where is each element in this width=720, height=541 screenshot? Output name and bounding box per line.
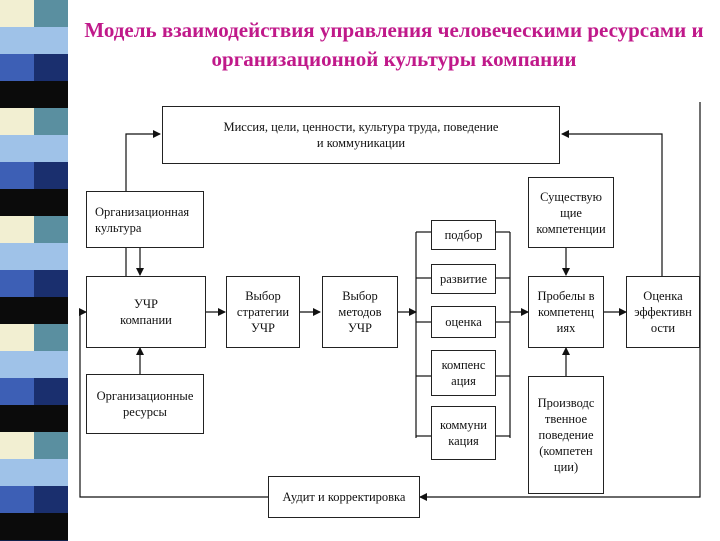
existing-competencies-label: Существую щие компетенции: [536, 189, 606, 236]
stripe-cell: [0, 135, 34, 163]
stripe-cell: [34, 324, 68, 352]
selection-box: подбор: [431, 220, 496, 250]
production-behavior-label: Производс твенное поведение (компетен ци…: [537, 396, 595, 474]
slide-title: Модель взаимодействия управления человеч…: [84, 18, 704, 71]
methods-box: Выбор методов УЧР: [322, 276, 398, 348]
efficiency-box: Оценка эффективн ости: [626, 276, 700, 348]
audit-label: Аудит и корректировка: [282, 490, 406, 504]
assessment-label: оценка: [445, 315, 482, 329]
selection-label: подбор: [444, 228, 483, 242]
stripe-cell: [0, 324, 34, 352]
stripe-cell: [34, 459, 68, 487]
assessment-box: оценка: [431, 306, 496, 338]
audit-box: Аудит и корректировка: [268, 476, 420, 518]
stripe-cell: [34, 270, 68, 298]
decorative-stripe-column: [0, 0, 68, 541]
methods-label: Выбор методов УЧР: [338, 289, 382, 335]
arrow-efficiency-to-audit: [419, 102, 701, 501]
org-resources-box: Организационные ресурсы: [86, 374, 204, 434]
development-box: развитие: [431, 264, 496, 294]
existing-competencies-box: Существую щие компетенции: [528, 177, 614, 248]
org-culture-box: Организационная культура: [86, 191, 204, 248]
development-label: развитие: [439, 272, 488, 286]
org-culture-label: Организационная культура: [95, 204, 190, 235]
mission-box: Миссия, цели, ценности, культура труда, …: [162, 106, 560, 164]
arrow-audit-loop: [79, 308, 268, 498]
communication-label: коммуни кация: [440, 418, 487, 448]
uchr-label: УЧР компании: [120, 297, 172, 327]
uchr-box: УЧР компании: [86, 276, 206, 348]
stripe-cell: [0, 378, 34, 406]
stripe-cell: [34, 0, 68, 28]
communication-box: коммуни кация: [431, 406, 496, 460]
efficiency-label: Оценка эффективн ости: [634, 289, 692, 335]
stripe-cell: [0, 270, 34, 298]
arrow-efficiency-to-mission: [561, 130, 663, 276]
strategy-box: Выбор стратегии УЧР: [226, 276, 300, 348]
competency-gap-box: Пробелы в компетенц иях: [528, 276, 604, 348]
stripe-cell: [0, 486, 34, 514]
compensation-label: компенс ация: [441, 358, 486, 388]
production-behavior-box: Производс твенное поведение (компетен ци…: [528, 376, 604, 494]
compensation-box: компенс ация: [431, 350, 496, 396]
stripe-cell: [34, 216, 68, 244]
stripe-cell: [0, 297, 34, 325]
strategy-label: Выбор стратегии УЧР: [236, 289, 290, 335]
competency-gap-label: Пробелы в компетенц иях: [537, 289, 595, 335]
org-resources-label: Организационные ресурсы: [96, 389, 194, 419]
stripe-cell: [34, 513, 68, 541]
mission-label: Миссия, цели, ценности, культура труда, …: [223, 120, 499, 150]
stripe-cell: [0, 189, 34, 217]
